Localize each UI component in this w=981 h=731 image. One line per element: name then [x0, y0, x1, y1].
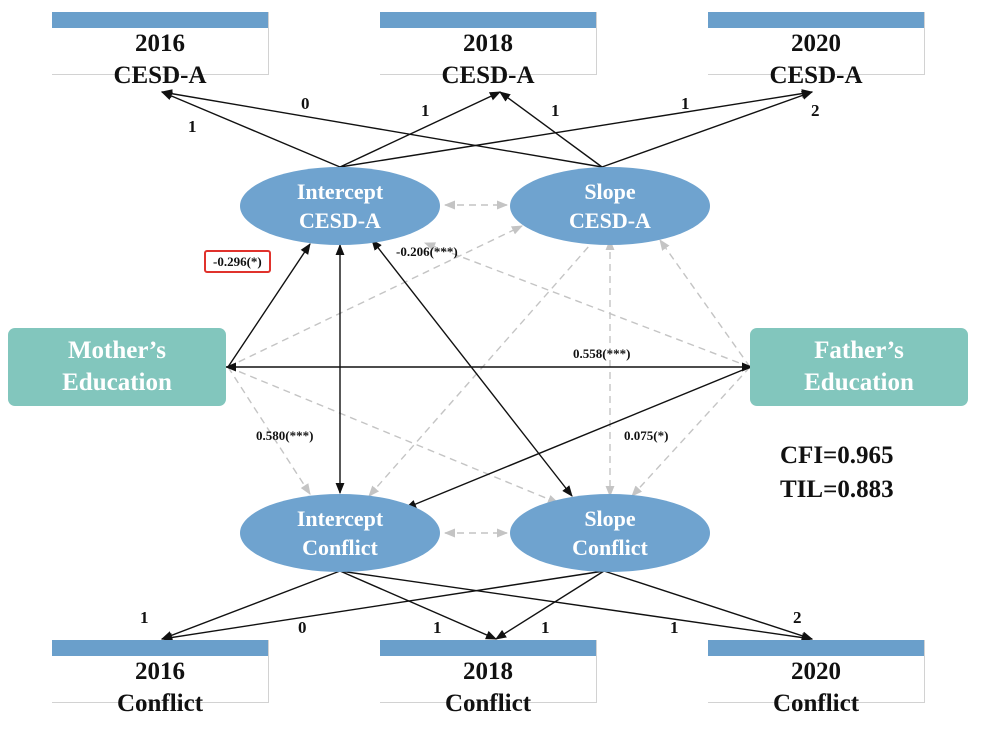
- coef-intercept-cesd-intercept-conflict: 0.580(***): [256, 428, 314, 443]
- loading-label: 1: [421, 101, 430, 120]
- loading-label: 1: [541, 618, 550, 637]
- latent-line2: Conflict: [572, 535, 648, 560]
- loading-slope-conflict-2018: [495, 570, 605, 640]
- highlighted-coefficient: -0.296(*): [204, 250, 271, 273]
- loading-label: 0: [298, 618, 307, 637]
- observed-year: 2016: [135, 30, 185, 57]
- observed-2016-conflict: 2016 Conflict: [52, 640, 269, 717]
- coef-mother-father: 0.558(***): [573, 346, 631, 361]
- fit-index-cfi: CFI=0.965: [780, 442, 894, 469]
- path-father-slope-conflict: [631, 366, 751, 497]
- observed-year: 2018: [463, 30, 513, 57]
- coef-intercept-cesd-slope-conflict: -0.206(***): [396, 244, 458, 259]
- path-mother-intercept-cesd: [227, 243, 311, 368]
- predictor-father-education: Father’s Education: [750, 328, 968, 406]
- path-father-slope-cesd: [659, 239, 751, 368]
- loading-slope-cesd-2020: [601, 91, 814, 168]
- observed-measure: CESD-A: [769, 62, 863, 89]
- predictor-line2: Education: [62, 369, 172, 396]
- box-header-bar: [708, 12, 924, 28]
- latent-line1: Intercept: [296, 506, 384, 531]
- loading-label: 1: [140, 608, 149, 627]
- observed-2020-cesd: 2020 CESD-A: [708, 12, 925, 89]
- loading-slope-cesd-2018: [499, 91, 603, 168]
- observed-year: 2020: [791, 658, 841, 685]
- loading-int-cesd-2018: [339, 91, 502, 168]
- latent-intercept-cesd: Intercept CESD-A: [240, 167, 440, 245]
- observed-2020-conflict: 2020 Conflict: [708, 640, 925, 717]
- observed-measure: Conflict: [116, 690, 204, 717]
- latent-line1: Intercept: [296, 179, 384, 204]
- box-header-bar: [380, 12, 596, 28]
- loading-slope-conflict-2020: [603, 570, 814, 641]
- latent-slope-conflict: Slope Conflict: [510, 494, 710, 572]
- path-mother-intercept-conflict: [227, 366, 311, 495]
- latent-line1: Slope: [584, 506, 636, 531]
- observed-2016-cesd: 2016 CESD-A: [52, 12, 269, 89]
- observed-measure: CESD-A: [441, 62, 535, 89]
- observed-measure: Conflict: [444, 690, 532, 717]
- fit-index-til: TIL=0.883: [780, 476, 894, 503]
- loading-int-conflict-2016: [160, 570, 341, 640]
- loading-slope-conflict-2016: [160, 570, 605, 642]
- loading-label: 2: [811, 101, 820, 120]
- loading-label: 1: [670, 618, 679, 637]
- predictor-mother-education: Mother’s Education: [8, 328, 226, 406]
- observed-year: 2018: [463, 658, 513, 685]
- coef-mother-intercept-cesd: -0.296(*): [204, 250, 271, 273]
- latent-line2: Conflict: [302, 535, 378, 560]
- path-mother-slope-cesd: [227, 225, 524, 368]
- loading-int-cesd-2016: [160, 91, 341, 168]
- path-father-intercept-conflict: [404, 366, 751, 509]
- loading-slope-cesd-2016: [160, 89, 603, 168]
- box-header-bar: [380, 640, 596, 656]
- observed-year: 2020: [791, 30, 841, 57]
- observed-year: 2016: [135, 658, 185, 685]
- loading-label: 1: [433, 618, 442, 637]
- latent-line1: Slope: [584, 179, 636, 204]
- observed-2018-cesd: 2018 CESD-A: [380, 12, 597, 89]
- loading-label: 1: [551, 101, 560, 120]
- coef-father-intercept-conflict: 0.075(*): [624, 428, 669, 443]
- box-header-bar: [52, 12, 268, 28]
- latent-line2: CESD-A: [569, 208, 651, 233]
- loading-label: 1: [188, 117, 197, 136]
- latent-line2: CESD-A: [299, 208, 381, 233]
- observed-measure: CESD-A: [113, 62, 207, 89]
- latent-slope-cesd: Slope CESD-A: [510, 167, 710, 245]
- loading-int-conflict-2018: [339, 570, 498, 640]
- predictor-line1: Mother’s: [67, 337, 167, 364]
- latent-intercept-conflict: Intercept Conflict: [240, 494, 440, 572]
- box-header-bar: [52, 640, 268, 656]
- loading-int-cesd-2020: [339, 89, 814, 168]
- box-header-bar: [708, 640, 924, 656]
- observed-2018-conflict: 2018 Conflict: [380, 640, 597, 717]
- predictor-line2: Education: [804, 369, 914, 396]
- loading-label: 2: [793, 608, 802, 627]
- predictor-line1: Father’s: [814, 337, 904, 364]
- loading-int-conflict-2020: [339, 570, 814, 642]
- loading-label: 0: [301, 94, 310, 113]
- loading-label: 1: [681, 94, 690, 113]
- observed-measure: Conflict: [772, 690, 860, 717]
